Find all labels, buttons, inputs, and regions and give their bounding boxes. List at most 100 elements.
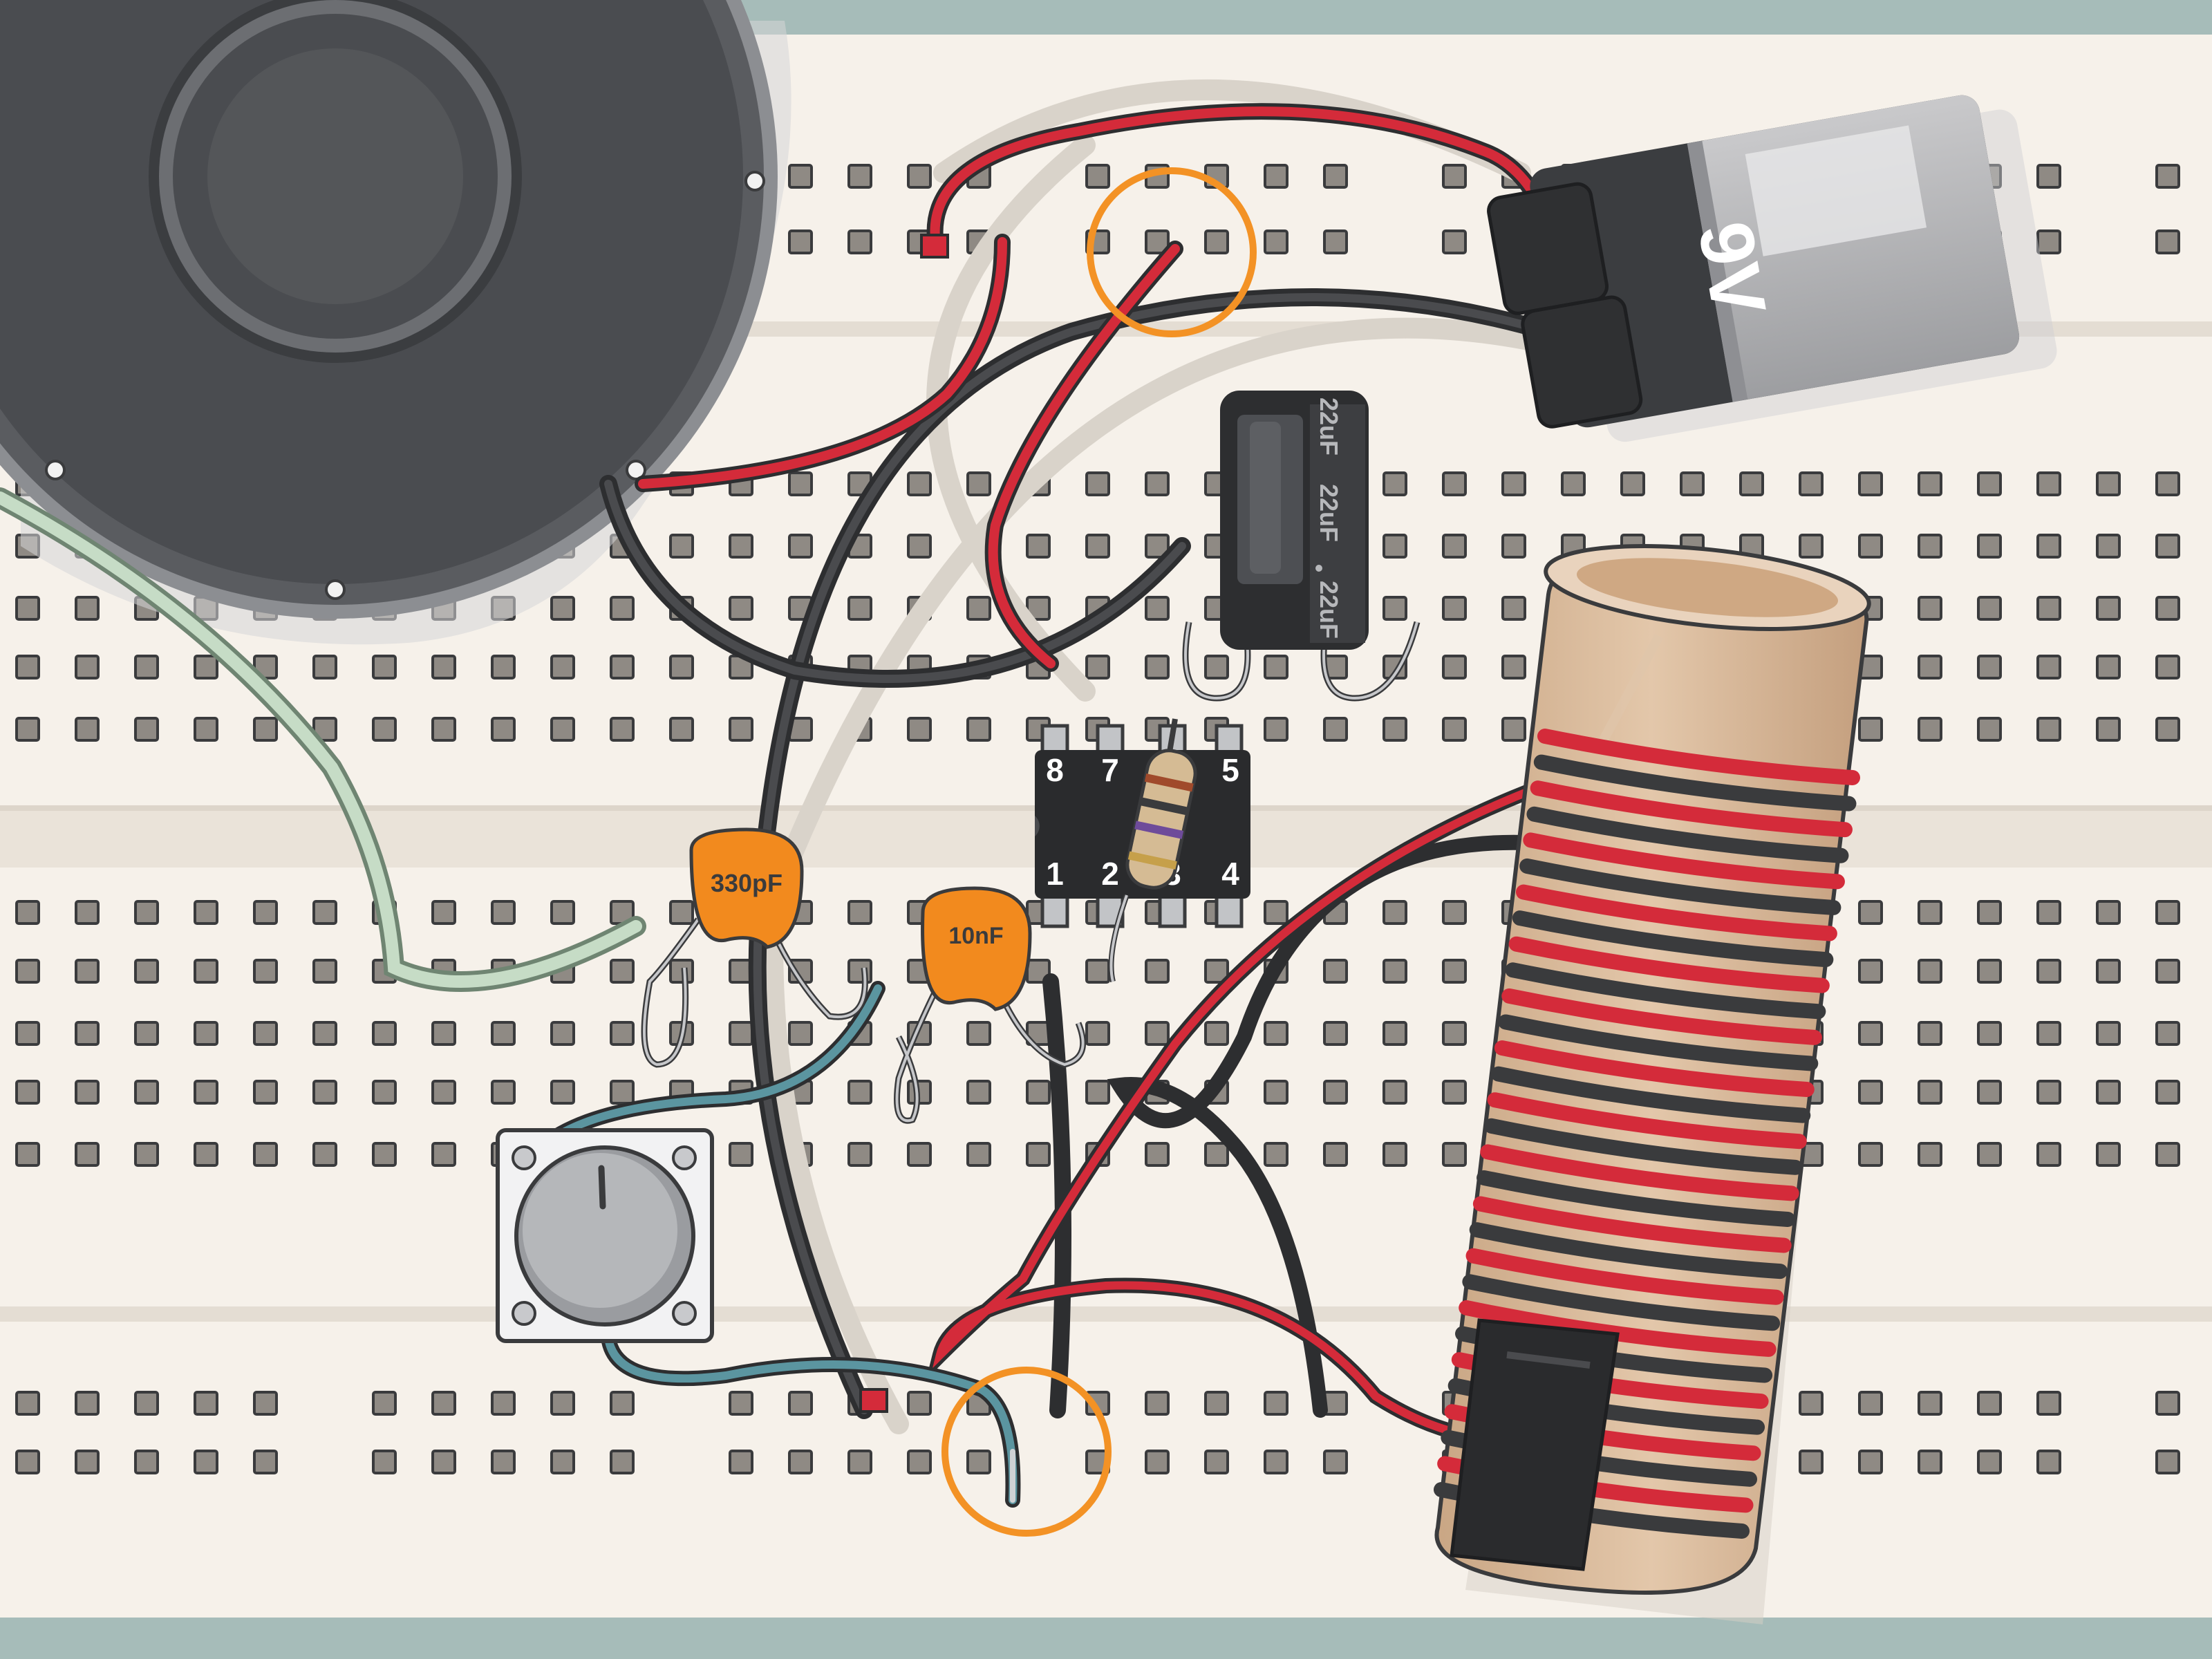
breadboard-hole — [1799, 534, 1824, 559]
breadboard-hole — [1918, 596, 1942, 621]
breadboard-hole — [1145, 959, 1170, 984]
breadboard-hole — [1680, 471, 1705, 496]
breadboard-hole — [2155, 717, 2180, 742]
breadboard-hole — [1085, 164, 1110, 189]
breadboard-hole — [75, 655, 100, 679]
breadboard-hole — [550, 655, 575, 679]
breadboard-hole — [1858, 717, 1883, 742]
breadboard-hole — [431, 1021, 456, 1046]
breadboard-hole — [1501, 655, 1526, 679]
ceramic-capacitor-330pf[interactable]: 330pF — [641, 827, 868, 1068]
breadboard-hole — [491, 717, 516, 742]
breadboard-hole — [788, 1450, 813, 1474]
breadboard-hole — [15, 959, 40, 984]
breadboard-hole — [1145, 534, 1170, 559]
breadboard-hole — [966, 1080, 991, 1105]
breadboard-hole — [134, 1142, 159, 1167]
breadboard-hole — [1085, 1080, 1110, 1105]
breadboard-hole — [1918, 900, 1942, 925]
breadboard-hole — [1323, 164, 1348, 189]
breadboard-hole — [847, 229, 872, 254]
breadboard-hole — [1858, 534, 1883, 559]
breadboard-hole — [966, 596, 991, 621]
capacitor-330pf-label: 330pF — [711, 869, 782, 897]
coil-winding — [1490, 1066, 1811, 1123]
breadboard-hole — [1323, 1450, 1348, 1474]
breadboard-hole — [966, 717, 991, 742]
breadboard-hole — [431, 1142, 456, 1167]
breadboard-hole — [1501, 596, 1526, 621]
coil-winding — [1487, 1092, 1807, 1150]
breadboard-hole — [1918, 959, 1942, 984]
breadboard-hole — [2036, 534, 2061, 559]
breadboard-hole — [1858, 900, 1883, 925]
potentiometer-icon[interactable] — [496, 1128, 714, 1343]
breadboard-hole — [1264, 900, 1288, 925]
breadboard-hole — [1918, 471, 1942, 496]
breadboard-hole — [847, 1080, 872, 1105]
breadboard-hole — [15, 1080, 40, 1105]
breadboard-hole — [1264, 229, 1288, 254]
breadboard-hole — [1382, 959, 1407, 984]
breadboard-hole — [372, 1142, 397, 1167]
breadboard-hole — [1977, 471, 2002, 496]
coil-icon[interactable] — [1434, 533, 1873, 1624]
breadboard-hole — [966, 1450, 991, 1474]
breadboard-hole — [1442, 900, 1467, 925]
coil-winding — [1537, 729, 1860, 785]
breadboard-hole — [134, 655, 159, 679]
breadboard-hole — [2155, 1391, 2180, 1416]
breadboard-hole — [1858, 1021, 1883, 1046]
breadboard-hole — [2155, 1142, 2180, 1167]
breadboard-hole — [2036, 596, 2061, 621]
breadboard-hole — [1145, 655, 1170, 679]
battery-snap-top — [1487, 182, 1609, 315]
breadboard-hole — [2155, 596, 2180, 621]
breadboard-hole — [1204, 1450, 1229, 1474]
breadboard-hole — [788, 1021, 813, 1046]
battery-icon[interactable]: 9V — [1483, 86, 2059, 458]
ic-pin-2: 2 — [1101, 856, 1119, 892]
battery-label: 9V — [1682, 216, 1781, 322]
breadboard-hole — [372, 717, 397, 742]
breadboard-hole — [1977, 1391, 2002, 1416]
breadboard-hole — [1145, 1391, 1170, 1416]
breadboard-hole — [75, 1021, 100, 1046]
breadboard-hole — [372, 655, 397, 679]
breadboard-hole — [15, 1391, 40, 1416]
breadboard-hole — [431, 717, 456, 742]
breadboard-hole — [1382, 900, 1407, 925]
breadboard-hole — [1918, 1142, 1942, 1167]
ceramic-capacitor-10nf[interactable]: 10nF — [894, 886, 1087, 1124]
breadboard-hole — [1145, 229, 1170, 254]
breadboard-hole — [2036, 900, 2061, 925]
breadboard-hole — [1858, 471, 1883, 496]
breadboard-hole — [75, 900, 100, 925]
ic-pin-5: 5 — [1221, 752, 1239, 788]
speaker-icon[interactable] — [0, 0, 791, 645]
breadboard-hole — [550, 596, 575, 621]
breadboard-hole — [194, 1021, 218, 1046]
electrolytic-capacitor[interactable]: 22uF 22uF 22uF — [1182, 391, 1421, 702]
coil-winding — [1465, 1248, 1784, 1305]
breadboard-hole — [2096, 1142, 2121, 1167]
breadboard-hole — [788, 1391, 813, 1416]
breadboard-hole — [491, 655, 516, 679]
resistor[interactable] — [1108, 718, 1200, 982]
breadboard-hole — [669, 655, 694, 679]
breadboard-hole — [431, 655, 456, 679]
breadboard-hole — [1026, 1142, 1051, 1167]
breadboard-hole — [550, 1080, 575, 1105]
breadboard-hole — [1918, 1021, 1942, 1046]
breadboard-hole — [1382, 534, 1407, 559]
breadboard-hole — [2155, 534, 2180, 559]
breadboard-hole — [2036, 229, 2061, 254]
breadboard-hole — [1739, 471, 1764, 496]
breadboard-hole — [2096, 1080, 2121, 1105]
breadboard-hole — [610, 1391, 635, 1416]
breadboard-hole — [1977, 717, 2002, 742]
breadboard-hole — [134, 1021, 159, 1046]
breadboard-hole — [1264, 717, 1288, 742]
coil-winding — [1462, 1274, 1781, 1331]
